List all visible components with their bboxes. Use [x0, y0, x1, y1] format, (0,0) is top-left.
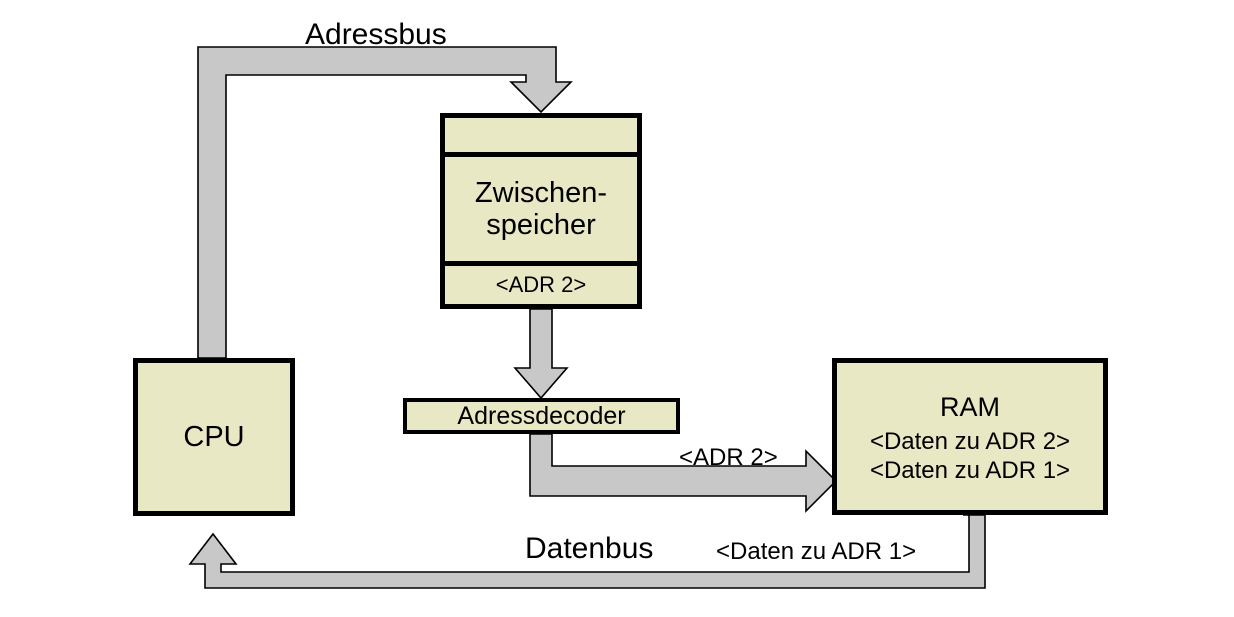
- zwischenspeicher-value-compartment: <ADR 2>: [445, 266, 637, 304]
- ram-line-adr2: <Daten zu ADR 2>: [869, 427, 1071, 455]
- datenbus-value-label: <Daten zu ADR 1>: [716, 538, 917, 565]
- cpu-label: CPU: [183, 420, 245, 453]
- datenbus-connector: [188, 514, 986, 589]
- adressdecoder-label: Adressdecoder: [457, 402, 626, 430]
- adressdecoder-node[interactable]: Adressdecoder: [403, 398, 680, 434]
- ram-line-adr1: <Daten zu ADR 1>: [869, 456, 1071, 484]
- decoder-to-ram-label: <ADR 2>: [679, 444, 778, 471]
- adressbus-connector: [197, 46, 573, 359]
- zwischenspeicher-label: Zwischen- speicher: [474, 176, 608, 241]
- datenbus-label: Datenbus: [525, 532, 654, 565]
- adressbus-label: Adressbus: [305, 18, 447, 51]
- zwischenspeicher-top-compartment: [445, 118, 637, 157]
- cpu-node[interactable]: CPU: [133, 358, 295, 516]
- decoder-to-ram-connector: [529, 433, 838, 513]
- zwischenspeicher-main-compartment: Zwischen- speicher: [445, 157, 637, 266]
- zwischenspeicher-value-label: <ADR 2>: [495, 271, 587, 297]
- ram-node[interactable]: RAM <Daten zu ADR 2> <Daten zu ADR 1>: [832, 358, 1108, 515]
- buffer-to-decoder-connector: [513, 308, 569, 400]
- ram-title: RAM: [940, 391, 1000, 422]
- zwischenspeicher-node[interactable]: Zwischen- speicher <ADR 2>: [440, 113, 642, 309]
